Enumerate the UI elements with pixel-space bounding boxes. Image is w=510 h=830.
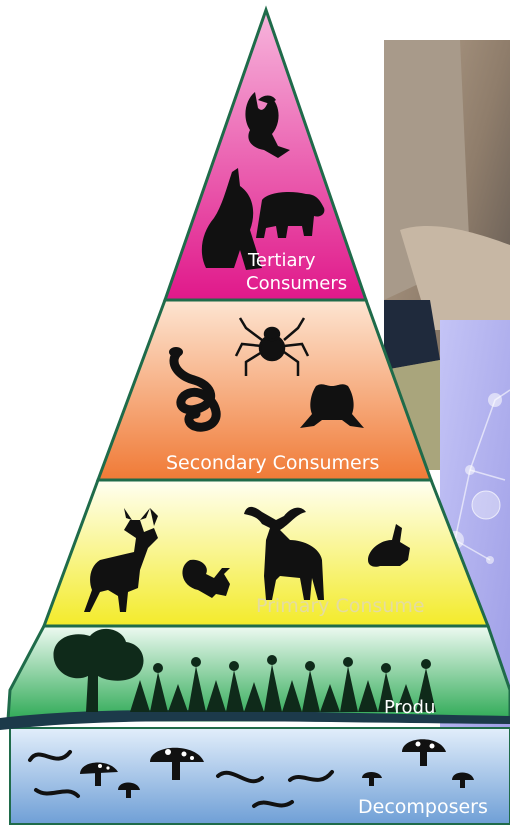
eagle-icon bbox=[245, 92, 290, 158]
label-tertiary-line2: Consumers bbox=[246, 273, 347, 294]
rabbit-icon bbox=[368, 524, 410, 567]
snake-icon bbox=[169, 347, 221, 432]
handshake-photo bbox=[384, 40, 510, 470]
snake-head bbox=[169, 347, 183, 357]
squirrel-icon bbox=[182, 559, 230, 598]
mushroom-icon bbox=[80, 739, 474, 798]
mushroom-spots bbox=[98, 741, 435, 770]
label-primary: Primary Consume bbox=[256, 595, 425, 617]
moose-icon bbox=[244, 506, 324, 600]
label-tertiary-line1: Tertiary bbox=[247, 250, 316, 271]
spider-icon bbox=[234, 317, 310, 376]
bear-icon bbox=[256, 192, 325, 238]
deer-icon bbox=[84, 508, 158, 612]
wolf-icon bbox=[201, 168, 262, 270]
soil-line bbox=[0, 710, 510, 730]
tree-icon bbox=[53, 628, 144, 712]
worm-icon bbox=[28, 750, 334, 808]
plants-icon bbox=[130, 655, 436, 712]
label-decomposers: Decomposers bbox=[358, 796, 488, 818]
label-producers: Produ bbox=[384, 697, 435, 718]
label-secondary: Secondary Consumers bbox=[166, 452, 379, 474]
frog-icon bbox=[300, 384, 364, 428]
